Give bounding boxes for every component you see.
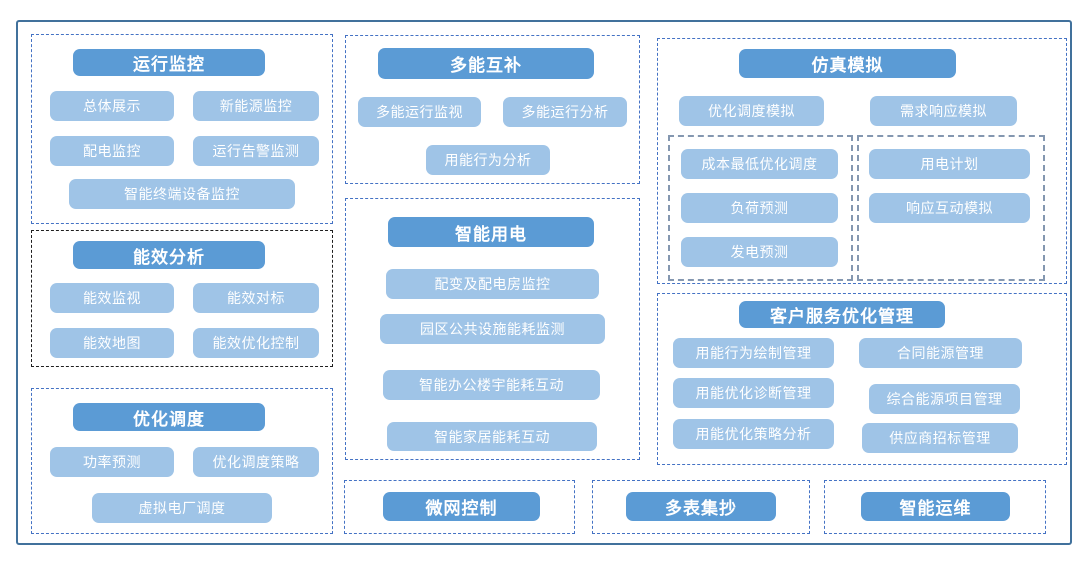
group-title: 客户服务优化管理 <box>739 301 945 328</box>
group-simulation: 仿真模拟 优化调度模拟 需求响应模拟 成本最低优化调度 负荷预测 发电预测 用电… <box>657 38 1067 284</box>
group-operation-monitoring: 运行监控 总体展示 新能源监控 配电监控 运行告警监测 智能终端设备监控 <box>31 34 333 224</box>
simulation-subgroup-dispatch: 成本最低优化调度 负荷预测 发电预测 <box>668 135 853 281</box>
group-customer-service: 客户服务优化管理 用能行为绘制管理 合同能源管理 用能优化诊断管理 综合能源项目… <box>657 293 1067 465</box>
module-item: 园区公共设施能耗监测 <box>380 314 605 344</box>
module-item: 合同能源管理 <box>859 338 1022 368</box>
module-item: 用能行为绘制管理 <box>673 338 834 368</box>
module-item: 优化调度模拟 <box>679 96 824 126</box>
group-title: 多表集抄 <box>626 492 776 521</box>
group-title: 优化调度 <box>73 403 265 431</box>
group-title: 能效分析 <box>73 241 265 269</box>
module-item: 能效优化控制 <box>193 328 319 358</box>
group-smart-power: 智能用电 配变及配电房监控 园区公共设施能耗监测 智能办公楼宇能耗互动 智能家居… <box>345 198 640 460</box>
module-item: 成本最低优化调度 <box>681 149 838 179</box>
group-energy-efficiency: 能效分析 能效监视 能效对标 能效地图 能效优化控制 <box>31 230 333 367</box>
group-title: 智能运维 <box>861 492 1010 521</box>
module-item: 运行告警监测 <box>193 136 319 166</box>
module-item: 智能家居能耗互动 <box>387 422 597 451</box>
module-item: 能效地图 <box>50 328 174 358</box>
module-item: 配变及配电房监控 <box>386 269 599 299</box>
module-item: 用能优化诊断管理 <box>673 378 834 408</box>
module-item: 多能运行分析 <box>503 97 627 127</box>
module-item: 综合能源项目管理 <box>869 384 1020 414</box>
module-item: 用能优化策略分析 <box>673 419 834 449</box>
module-item: 用能行为分析 <box>426 145 550 175</box>
simulation-subgroup-demand: 用电计划 响应互动模拟 <box>857 135 1045 281</box>
module-item: 用电计划 <box>869 149 1030 179</box>
module-item: 需求响应模拟 <box>870 96 1017 126</box>
group-optimal-dispatch: 优化调度 功率预测 优化调度策略 虚拟电厂调度 <box>31 388 333 534</box>
group-title: 智能用电 <box>388 217 594 247</box>
module-item: 新能源监控 <box>193 91 319 121</box>
group-meter-reading: 多表集抄 <box>592 480 810 534</box>
group-title: 微网控制 <box>383 492 540 521</box>
module-item: 虚拟电厂调度 <box>92 493 272 523</box>
module-item: 智能办公楼宇能耗互动 <box>383 370 600 400</box>
module-item: 多能运行监视 <box>358 97 481 127</box>
module-item: 供应商招标管理 <box>862 423 1018 453</box>
module-item: 响应互动模拟 <box>869 193 1030 223</box>
group-smart-om: 智能运维 <box>824 480 1046 534</box>
module-item: 优化调度策略 <box>193 447 319 477</box>
group-microgrid-control: 微网控制 <box>344 480 575 534</box>
module-item: 功率预测 <box>50 447 174 477</box>
module-item: 能效对标 <box>193 283 319 313</box>
module-item: 发电预测 <box>681 237 838 267</box>
module-item: 配电监控 <box>50 136 174 166</box>
group-title: 仿真模拟 <box>739 49 956 78</box>
module-item: 负荷预测 <box>681 193 838 223</box>
group-title: 运行监控 <box>73 49 265 76</box>
group-title: 多能互补 <box>378 48 594 79</box>
group-multi-energy: 多能互补 多能运行监视 多能运行分析 用能行为分析 <box>345 35 640 184</box>
module-item: 能效监视 <box>50 283 174 313</box>
module-item: 智能终端设备监控 <box>69 179 295 209</box>
module-item: 总体展示 <box>50 91 174 121</box>
